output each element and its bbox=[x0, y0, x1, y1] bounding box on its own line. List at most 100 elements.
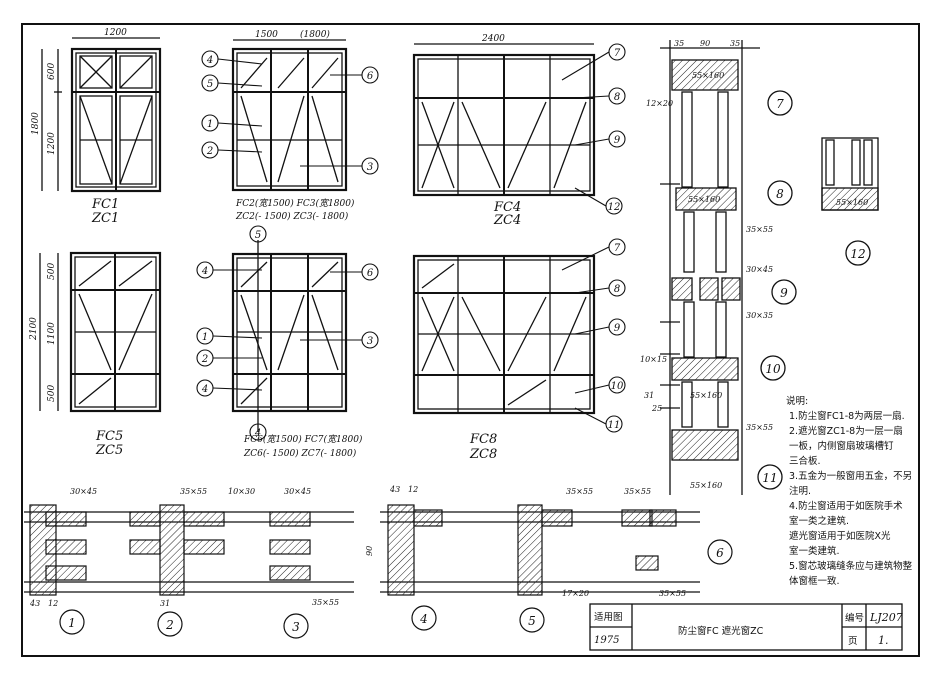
dim-31: 31 bbox=[644, 391, 654, 400]
fc5-height-total: 2100 bbox=[29, 317, 39, 341]
dim-55x160-c: 55×160 bbox=[690, 391, 722, 400]
number-label: 编号 bbox=[845, 612, 864, 624]
callout-4-a: 4 bbox=[206, 55, 213, 66]
note-line: 三合板. bbox=[789, 455, 821, 467]
note-line: 5.窗芯玻璃缝条应与建筑物整 bbox=[789, 560, 913, 572]
dim-10x30: 10×30 bbox=[228, 487, 255, 496]
notes-title: 说明: bbox=[786, 395, 808, 407]
note-line: 遮光窗适用于如医院X光 bbox=[789, 530, 891, 542]
callout-8-a: 8 bbox=[614, 92, 620, 103]
dim-30x45-a: 30×45 bbox=[70, 487, 97, 496]
dim-10x15: 10×15 bbox=[640, 355, 667, 364]
callout-5-b: 5 bbox=[255, 230, 261, 241]
sheet-title: 防尘窗FC 遮光窗ZC bbox=[678, 625, 764, 637]
window-fc6 bbox=[231, 240, 348, 432]
dim-31-b: 31 bbox=[160, 599, 170, 608]
window-fc1 bbox=[41, 37, 162, 193]
callout-9-b: 9 bbox=[614, 323, 621, 334]
year: 1975 bbox=[594, 635, 619, 646]
note-line: 一板，内侧窗扇玻璃槽钉 bbox=[789, 440, 894, 452]
fc1-name: FC1 bbox=[91, 197, 119, 212]
callout-3-a: 3 bbox=[367, 162, 373, 173]
fc5-height-mid: 1100 bbox=[47, 322, 57, 345]
callout-4-section: 4 bbox=[419, 612, 428, 626]
fc1-height-top: 600 bbox=[47, 63, 57, 80]
dim-12x20: 12×20 bbox=[646, 99, 673, 108]
callout-8-section: 8 bbox=[776, 187, 784, 201]
callout-8-b: 8 bbox=[614, 284, 620, 295]
dim-35x55-c: 35×55 bbox=[180, 487, 207, 496]
dim-35x55-g: 35×55 bbox=[659, 589, 686, 598]
callout-12-section: 12 bbox=[850, 247, 865, 261]
vertical-section bbox=[660, 40, 879, 495]
callout-4-b: 4 bbox=[201, 266, 208, 277]
callout-2-a: 2 bbox=[206, 146, 213, 157]
page-number: 1. bbox=[878, 634, 889, 647]
callout-4-d: 4 bbox=[254, 428, 261, 439]
callout-7-a: 7 bbox=[614, 48, 621, 59]
callout-5-section: 5 bbox=[528, 614, 536, 628]
dim-25: 25 bbox=[651, 404, 662, 413]
dim-90-b: 90 bbox=[365, 546, 374, 556]
callout-4-c: 4 bbox=[201, 384, 208, 395]
note-line: 体窗框一致. bbox=[789, 575, 840, 587]
fc1-width-dim: 1200 bbox=[104, 28, 127, 38]
callout-7-b: 7 bbox=[614, 243, 621, 254]
dim-35x55-d: 35×55 bbox=[312, 598, 339, 607]
dim-55x160-d: 55×160 bbox=[690, 481, 722, 490]
callout-1-a: 1 bbox=[207, 119, 213, 130]
callout-10-section: 10 bbox=[765, 362, 781, 376]
fc2-name-line1: FC2(宽1500) FC3(宽1800) bbox=[235, 198, 355, 209]
window-fc8 bbox=[412, 254, 596, 415]
dim-35x55-f: 35×55 bbox=[624, 487, 651, 496]
window-fc5 bbox=[39, 251, 162, 413]
dim-30x35: 30×35 bbox=[746, 311, 773, 320]
fc1-height-mid: 1200 bbox=[47, 132, 57, 155]
callout-6-section: 6 bbox=[716, 546, 724, 560]
drawing-number: LJ207 bbox=[869, 611, 903, 624]
dim-35x55-e: 35×55 bbox=[566, 487, 593, 496]
fc5-height-bot: 500 bbox=[47, 385, 57, 402]
fc5-code: ZC5 bbox=[95, 443, 123, 458]
callout-2-section: 2 bbox=[165, 618, 174, 632]
callout-1-b: 1 bbox=[202, 332, 208, 343]
fc6-name-line1: FC6(宽1500) FC7(宽1800) bbox=[243, 434, 363, 445]
window-fc2 bbox=[231, 39, 348, 192]
callout-9-a: 9 bbox=[614, 135, 621, 146]
dim-43-a: 43 bbox=[29, 599, 40, 608]
callout-6-b: 6 bbox=[367, 268, 374, 279]
fc8-name: FC8 bbox=[469, 432, 497, 447]
note-line: 4.防尘窗适用于如医院手术 bbox=[789, 500, 903, 512]
dim-35x55-b: 35×55 bbox=[746, 423, 773, 432]
callout-7-section: 7 bbox=[776, 97, 784, 111]
dim-55x160-a: 55×160 bbox=[692, 71, 724, 80]
callout-6-a: 6 bbox=[367, 71, 374, 82]
dim-30x45-b: 30×45 bbox=[284, 487, 311, 496]
fc8-code: ZC8 bbox=[469, 447, 497, 462]
fc1-code: ZC1 bbox=[91, 211, 119, 226]
window-fc4 bbox=[412, 43, 596, 197]
dim-35x55-a: 35×55 bbox=[746, 225, 773, 234]
fc1-height-total: 1800 bbox=[31, 112, 41, 135]
page-label: 页 bbox=[848, 636, 858, 647]
fc2-width-alt: (1800) bbox=[300, 29, 330, 40]
callout-2-b: 2 bbox=[201, 354, 208, 365]
fc5-height-top: 500 bbox=[47, 263, 57, 280]
callout-3-section: 3 bbox=[292, 620, 300, 634]
fc4-width-dim: 2400 bbox=[481, 34, 505, 44]
applies-label: 适用图 bbox=[594, 612, 623, 623]
fc2-name-line2: ZC2(- 1500) ZC3(- 1800) bbox=[235, 211, 349, 222]
callout-9-section: 9 bbox=[780, 286, 788, 300]
callout-10-a: 10 bbox=[611, 381, 624, 392]
note-line: 注明. bbox=[789, 485, 811, 497]
fc6-name-line2: ZC6(- 1500) ZC7(- 1800) bbox=[243, 448, 357, 459]
callout-5-a: 5 bbox=[207, 79, 213, 90]
fc5-name: FC5 bbox=[95, 429, 123, 444]
dim-43-b: 43 bbox=[389, 485, 400, 494]
dim-35-b: 35 bbox=[730, 39, 740, 48]
note-line: 室一类建筑. bbox=[789, 545, 840, 557]
dim-55x160-b: 55×160 bbox=[688, 195, 720, 204]
note-line: 2.遮光窗ZC1-8为一层一扇 bbox=[789, 425, 903, 437]
dim-17x20: 17×20 bbox=[562, 589, 589, 598]
